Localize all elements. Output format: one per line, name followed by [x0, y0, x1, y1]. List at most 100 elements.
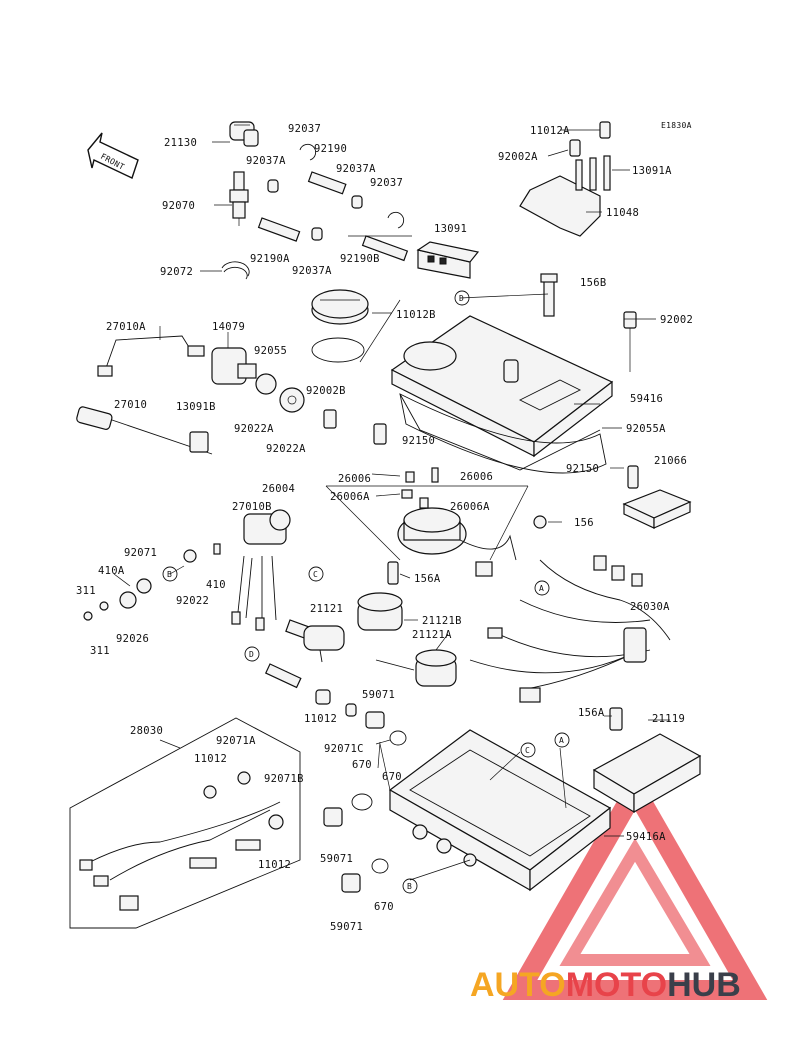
clips-hoses: [257, 143, 409, 262]
label-156A-2: 156A: [578, 707, 605, 719]
label-670-2: 670: [382, 771, 402, 783]
marker-B-2: B: [407, 882, 412, 891]
label-21121B: 21121B: [422, 615, 462, 627]
seals-92071-group: [83, 543, 221, 621]
label-27010B: 27010B: [232, 501, 272, 513]
label-28030: 28030: [130, 725, 163, 737]
label-92022A-2: 92022A: [266, 443, 306, 455]
switch-27010B: [231, 509, 291, 631]
label-92190A: 92190A: [250, 253, 290, 265]
coil-21121: [285, 592, 403, 663]
label-311-1: 311: [76, 585, 96, 597]
marker-D-1: D: [459, 294, 464, 303]
reference-markers: [162, 290, 570, 894]
label-13091: 13091: [434, 223, 467, 235]
cable-27010A: [97, 335, 205, 377]
bolt-92150-b: [627, 465, 639, 489]
label-26006A-2: 26006A: [450, 501, 490, 513]
label-14079: 14079: [212, 321, 245, 333]
sub-harness-28030: [69, 717, 301, 929]
marker-A-1: A: [539, 584, 544, 593]
label-21130: 21130: [164, 137, 197, 149]
label-11012-2: 11012: [194, 753, 227, 765]
label-92150-1: 92150: [402, 435, 435, 447]
electric-case-top: [390, 315, 614, 474]
bolt-92002: [623, 311, 637, 372]
clamp-92072: [221, 261, 250, 280]
label-27010A: 27010A: [106, 321, 146, 333]
label-92055A: 92055A: [626, 423, 666, 435]
label-92037-2: 92037: [370, 177, 403, 189]
label-92071A: 92071A: [216, 735, 256, 747]
label-92055: 92055: [254, 345, 287, 357]
label-11012A: 11012A: [530, 125, 570, 137]
bolt-92002B: [323, 409, 337, 429]
watermark-auto: AUTO: [470, 966, 566, 1004]
label-59071-3: 59071: [330, 921, 363, 933]
label-92071B: 92071B: [264, 773, 304, 785]
label-26006-2: 26006: [460, 471, 493, 483]
watermark-hub: HUB: [667, 966, 741, 1004]
label-92022A-1: 92022A: [234, 423, 274, 435]
label-92037A-1: 92037A: [246, 155, 286, 167]
label-21066: 21066: [654, 455, 687, 467]
bolt-156A: [387, 561, 399, 585]
label-92037: 92037: [288, 123, 321, 135]
watermark-triangle-outer: [502, 769, 768, 1000]
rectifier-21066: [622, 489, 692, 529]
part-labels: 21130 92070 92072 92037 92190 92037A 920…: [76, 123, 693, 933]
label-92002B: 92002B: [306, 385, 346, 397]
label-21119: 21119: [652, 713, 685, 725]
switch-14079: [211, 347, 305, 413]
label-92037A-3: 92037A: [292, 265, 332, 277]
marker-C-2: C: [525, 746, 530, 755]
diagram-code: E1830A: [661, 121, 692, 130]
label-92071C: 92071C: [324, 743, 364, 755]
label-92071: 92071: [124, 547, 157, 559]
label-26006A-1: 26006A: [330, 491, 370, 503]
label-59416A: 59416A: [626, 831, 666, 843]
label-92037A-2: 92037A: [336, 163, 376, 175]
electric-case-bottom: [388, 729, 612, 892]
seals-59071-670: [264, 663, 407, 893]
marker-D-2: D: [249, 650, 254, 659]
label-13091B: 13091B: [176, 401, 216, 413]
label-11012-1: 11012: [304, 713, 337, 725]
svg-text:AUTOMOTOHUB: AUTOMOTOHUB: [470, 966, 741, 1004]
coil-21121A: [375, 649, 457, 687]
automotohub-watermark: AUTOMOTOHUB: [470, 769, 768, 1004]
watermark-triangle-inner: [559, 838, 711, 966]
label-11012B: 11012B: [396, 309, 436, 321]
label-26006-1: 26006: [338, 473, 371, 485]
label-59071-1: 59071: [362, 689, 395, 701]
bolt-156B: [540, 273, 558, 317]
spark-plug-92070: [229, 171, 249, 226]
label-11012-3: 11012: [258, 859, 291, 871]
label-156A-1: 156A: [414, 573, 441, 585]
bracket-11048: [519, 121, 611, 237]
label-670-3: 670: [374, 901, 394, 913]
label-13091A: 13091A: [632, 165, 672, 177]
spark-plug-cap-21130: [229, 121, 259, 147]
nut-13091B: [189, 431, 209, 453]
marker-B-1: B: [167, 570, 172, 579]
leader-lines: [113, 129, 670, 881]
marker-A-2: A: [559, 736, 564, 745]
watermark-moto: MOTO: [566, 966, 667, 1004]
label-26030A: 26030A: [630, 601, 670, 613]
label-92022: 92022: [176, 595, 209, 607]
label-92070: 92070: [162, 200, 195, 212]
label-92026: 92026: [116, 633, 149, 645]
label-27010: 27010: [114, 399, 147, 411]
label-156B: 156B: [580, 277, 607, 289]
box-21119: [592, 733, 702, 814]
label-92190B: 92190B: [340, 253, 380, 265]
label-670-1: 670: [352, 759, 372, 771]
label-26004: 26004: [262, 483, 295, 495]
label-59071-2: 59071: [320, 853, 353, 865]
label-92072: 92072: [160, 266, 193, 278]
label-92190: 92190: [314, 143, 347, 155]
relay-13091: [416, 241, 480, 279]
label-410: 410: [206, 579, 226, 591]
